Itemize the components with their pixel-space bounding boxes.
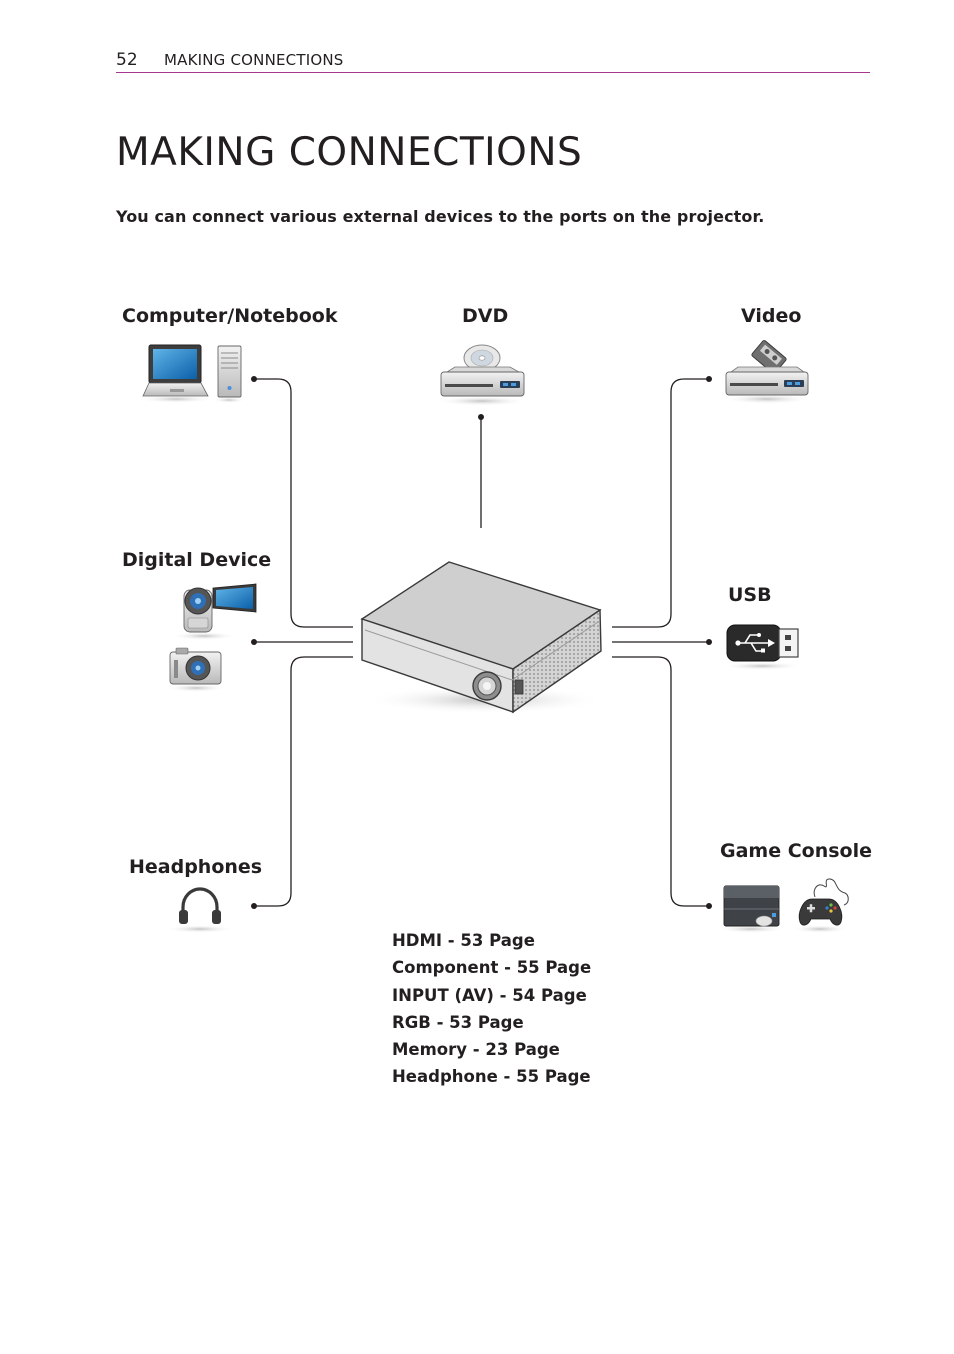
label-game-console: Game Console	[720, 840, 872, 862]
label-usb: USB	[728, 584, 772, 606]
label-video: Video	[741, 305, 802, 327]
line-video	[612, 378, 709, 628]
page-number: 52	[116, 50, 138, 70]
connection-lines	[254, 378, 709, 907]
reference-item: Headphone - 55 Page	[392, 1067, 591, 1087]
connection-dots	[251, 376, 712, 909]
line-game	[612, 656, 709, 907]
label-headphones: Headphones	[129, 856, 263, 878]
line-computer	[254, 378, 353, 628]
reference-item: Component - 55 Page	[392, 958, 592, 978]
label-digital-device: Digital Device	[122, 549, 272, 571]
page-title: MAKING CONNECTIONS	[116, 130, 583, 175]
projector-icon	[360, 561, 605, 714]
laptop-icon	[138, 344, 214, 403]
reference-item: RGB - 53 Page	[392, 1012, 524, 1032]
header-section-title: MAKING CONNECTIONS	[164, 51, 344, 69]
camera-icon	[166, 647, 226, 692]
usb-stick-icon	[722, 624, 802, 670]
desktop-tower-icon	[213, 345, 245, 403]
dvd-player-icon	[436, 344, 528, 406]
game-controller-icon	[792, 878, 849, 933]
page-header: 52 MAKING CONNECTIONS	[116, 48, 870, 73]
camcorder-icon	[172, 583, 257, 640]
reference-item: HDMI - 53 Page	[392, 931, 535, 950]
game-console-icon	[717, 885, 785, 933]
label-computer-notebook: Computer/Notebook	[122, 305, 338, 327]
video-player-icon	[723, 340, 811, 404]
line-headphones	[254, 656, 353, 907]
intro-text: You can connect various external devices…	[116, 207, 765, 226]
reference-item: Memory - 23 Page	[392, 1040, 560, 1060]
headphones-icon	[166, 887, 234, 933]
label-dvd: DVD	[462, 305, 509, 327]
page-reference-list: HDMI - 53 Page Component - 55 Page INPUT…	[392, 930, 591, 1094]
reference-item: INPUT (AV) - 54 Page	[392, 985, 587, 1005]
